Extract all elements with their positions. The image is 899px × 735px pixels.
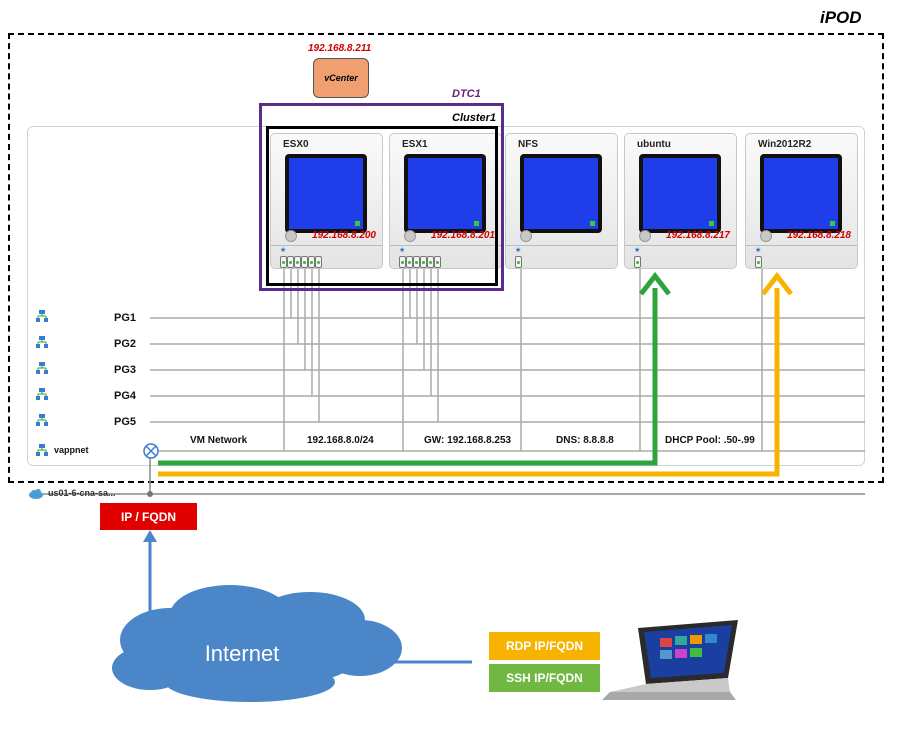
nic-port-icon[interactable] bbox=[406, 256, 413, 268]
port-group-icon bbox=[36, 336, 48, 348]
vm-divider bbox=[390, 245, 501, 246]
ipod-container bbox=[8, 33, 884, 483]
nic-port-icon[interactable] bbox=[420, 256, 427, 268]
cluster-label: Cluster1 bbox=[452, 112, 497, 124]
dtc-box bbox=[259, 103, 504, 291]
vm-ip: 192.168.8.201 bbox=[431, 230, 495, 241]
cluster-box bbox=[266, 126, 498, 286]
vappnet-icon bbox=[36, 444, 48, 456]
vm-console-screen[interactable] bbox=[760, 154, 842, 233]
port-group-icon bbox=[36, 362, 48, 374]
power-led-icon bbox=[709, 221, 714, 226]
vm-card-ubuntu[interactable]: ubuntu 192.168.8.217 ★ bbox=[624, 133, 737, 269]
internet-cloud-icon bbox=[112, 585, 402, 702]
vm-name: NFS bbox=[518, 139, 538, 150]
power-led-icon bbox=[355, 221, 360, 226]
nic-port-icon[interactable] bbox=[434, 256, 441, 268]
rdp-path bbox=[158, 288, 780, 477]
nic-port-icon[interactable] bbox=[399, 256, 406, 268]
power-button-icon[interactable] bbox=[639, 230, 651, 242]
internet-uplink-arrowhead bbox=[143, 530, 157, 542]
dhcp-label: DHCP Pool: .50-.99 bbox=[665, 435, 755, 446]
vm-divider bbox=[271, 245, 382, 246]
power-button-icon[interactable] bbox=[404, 230, 416, 242]
nic-port-icon[interactable] bbox=[634, 256, 641, 268]
ssh-arrowhead bbox=[639, 271, 671, 296]
vm-ip: 192.168.8.217 bbox=[666, 230, 730, 241]
vcenter-node[interactable]: vCenter bbox=[313, 58, 369, 98]
vm-console-screen[interactable] bbox=[404, 154, 486, 233]
vm-divider bbox=[625, 245, 736, 246]
nic-star-icon: ★ bbox=[399, 247, 406, 254]
ssh-path bbox=[158, 288, 658, 466]
nic-port-icon[interactable] bbox=[287, 256, 294, 268]
vcenter-label: vCenter bbox=[324, 73, 358, 83]
nic-port-icon[interactable] bbox=[755, 256, 762, 268]
nic-star-icon: ★ bbox=[634, 247, 641, 254]
rdp-box: RDP IP/FQDN bbox=[489, 632, 600, 660]
power-led-icon bbox=[830, 221, 835, 226]
ipod-title: iPOD bbox=[820, 8, 862, 27]
nic-star-icon: ★ bbox=[280, 247, 287, 254]
external-ip-label: IP / FQDN bbox=[120, 509, 177, 524]
ssh-box: SSH IP/FQDN bbox=[489, 664, 600, 692]
rdp-arrowhead bbox=[761, 271, 793, 296]
vm-console-screen[interactable] bbox=[639, 154, 721, 233]
nic-port-icon[interactable] bbox=[315, 256, 322, 268]
port-group-label-pg1: PG1 bbox=[114, 312, 137, 324]
vm-card-esx0[interactable]: ESX0 192.168.8.200 ★ bbox=[270, 133, 383, 269]
nic-port-icon[interactable] bbox=[427, 256, 434, 268]
vm-ip: 192.168.8.200 bbox=[312, 230, 376, 241]
port-group-label-pg5: PG5 bbox=[114, 416, 137, 428]
subnet-label: 192.168.8.0/24 bbox=[307, 435, 374, 446]
vm-name: ubuntu bbox=[637, 139, 671, 150]
vm-divider bbox=[746, 245, 857, 246]
power-button-icon[interactable] bbox=[285, 230, 297, 242]
nic-port-icon[interactable] bbox=[280, 256, 287, 268]
vm-console-screen[interactable] bbox=[520, 154, 602, 233]
vcenter-ip: 192.168.8.211 bbox=[308, 43, 372, 54]
nic-port-icon[interactable] bbox=[294, 256, 301, 268]
dns-label: DNS: 8.8.8.8 bbox=[556, 435, 614, 446]
vm-card-win2012r2[interactable]: Win2012R2 192.168.8.218 ★ bbox=[745, 133, 858, 269]
gateway-label: GW: 192.168.8.253 bbox=[424, 435, 512, 446]
port-group-icon bbox=[36, 310, 48, 322]
vm-name: ESX0 bbox=[283, 139, 309, 150]
nic-port-icon[interactable] bbox=[515, 256, 522, 268]
nic-port-icon[interactable] bbox=[301, 256, 308, 268]
org-network-label: us01-6-cna-sa... bbox=[48, 488, 116, 498]
edge-router-icon bbox=[143, 443, 159, 459]
port-group-label-pg4: PG4 bbox=[114, 390, 137, 402]
nic-port-icon[interactable] bbox=[308, 256, 315, 268]
dtc-label: DTC1 bbox=[452, 88, 481, 100]
port-group-icon bbox=[36, 414, 48, 426]
vm-ip: 192.168.8.218 bbox=[787, 230, 851, 241]
power-button-icon[interactable] bbox=[520, 230, 532, 242]
nic-port-icon[interactable] bbox=[413, 256, 420, 268]
rdp-label: RDP IP/FQDN bbox=[505, 639, 584, 653]
vappnet-label: vappnet bbox=[54, 445, 89, 455]
port-group-label-pg2: PG2 bbox=[114, 338, 137, 350]
vm-card-nfs[interactable]: NFS ★ bbox=[505, 133, 618, 269]
vm-network-label: VM Network bbox=[190, 435, 248, 446]
vm-name: ESX1 bbox=[402, 139, 428, 150]
nic-star-icon: ★ bbox=[755, 247, 762, 254]
vm-name: Win2012R2 bbox=[758, 139, 812, 150]
laptop-icon bbox=[602, 620, 738, 700]
vm-divider bbox=[506, 245, 617, 246]
power-button-icon[interactable] bbox=[760, 230, 772, 242]
external-ip-fqdn-box: IP / FQDN bbox=[100, 503, 197, 530]
cloud-network-icon bbox=[29, 489, 43, 499]
port-group-label-pg3: PG3 bbox=[114, 364, 137, 376]
internet-label: Internet bbox=[204, 641, 280, 666]
vm-console-screen[interactable] bbox=[285, 154, 367, 233]
nic-star-icon: ★ bbox=[515, 247, 522, 254]
port-group-icon bbox=[36, 388, 48, 400]
org-network-node bbox=[147, 491, 153, 497]
ssh-label: SSH IP/FQDN bbox=[506, 671, 583, 685]
power-led-icon bbox=[590, 221, 595, 226]
power-led-icon bbox=[474, 221, 479, 226]
